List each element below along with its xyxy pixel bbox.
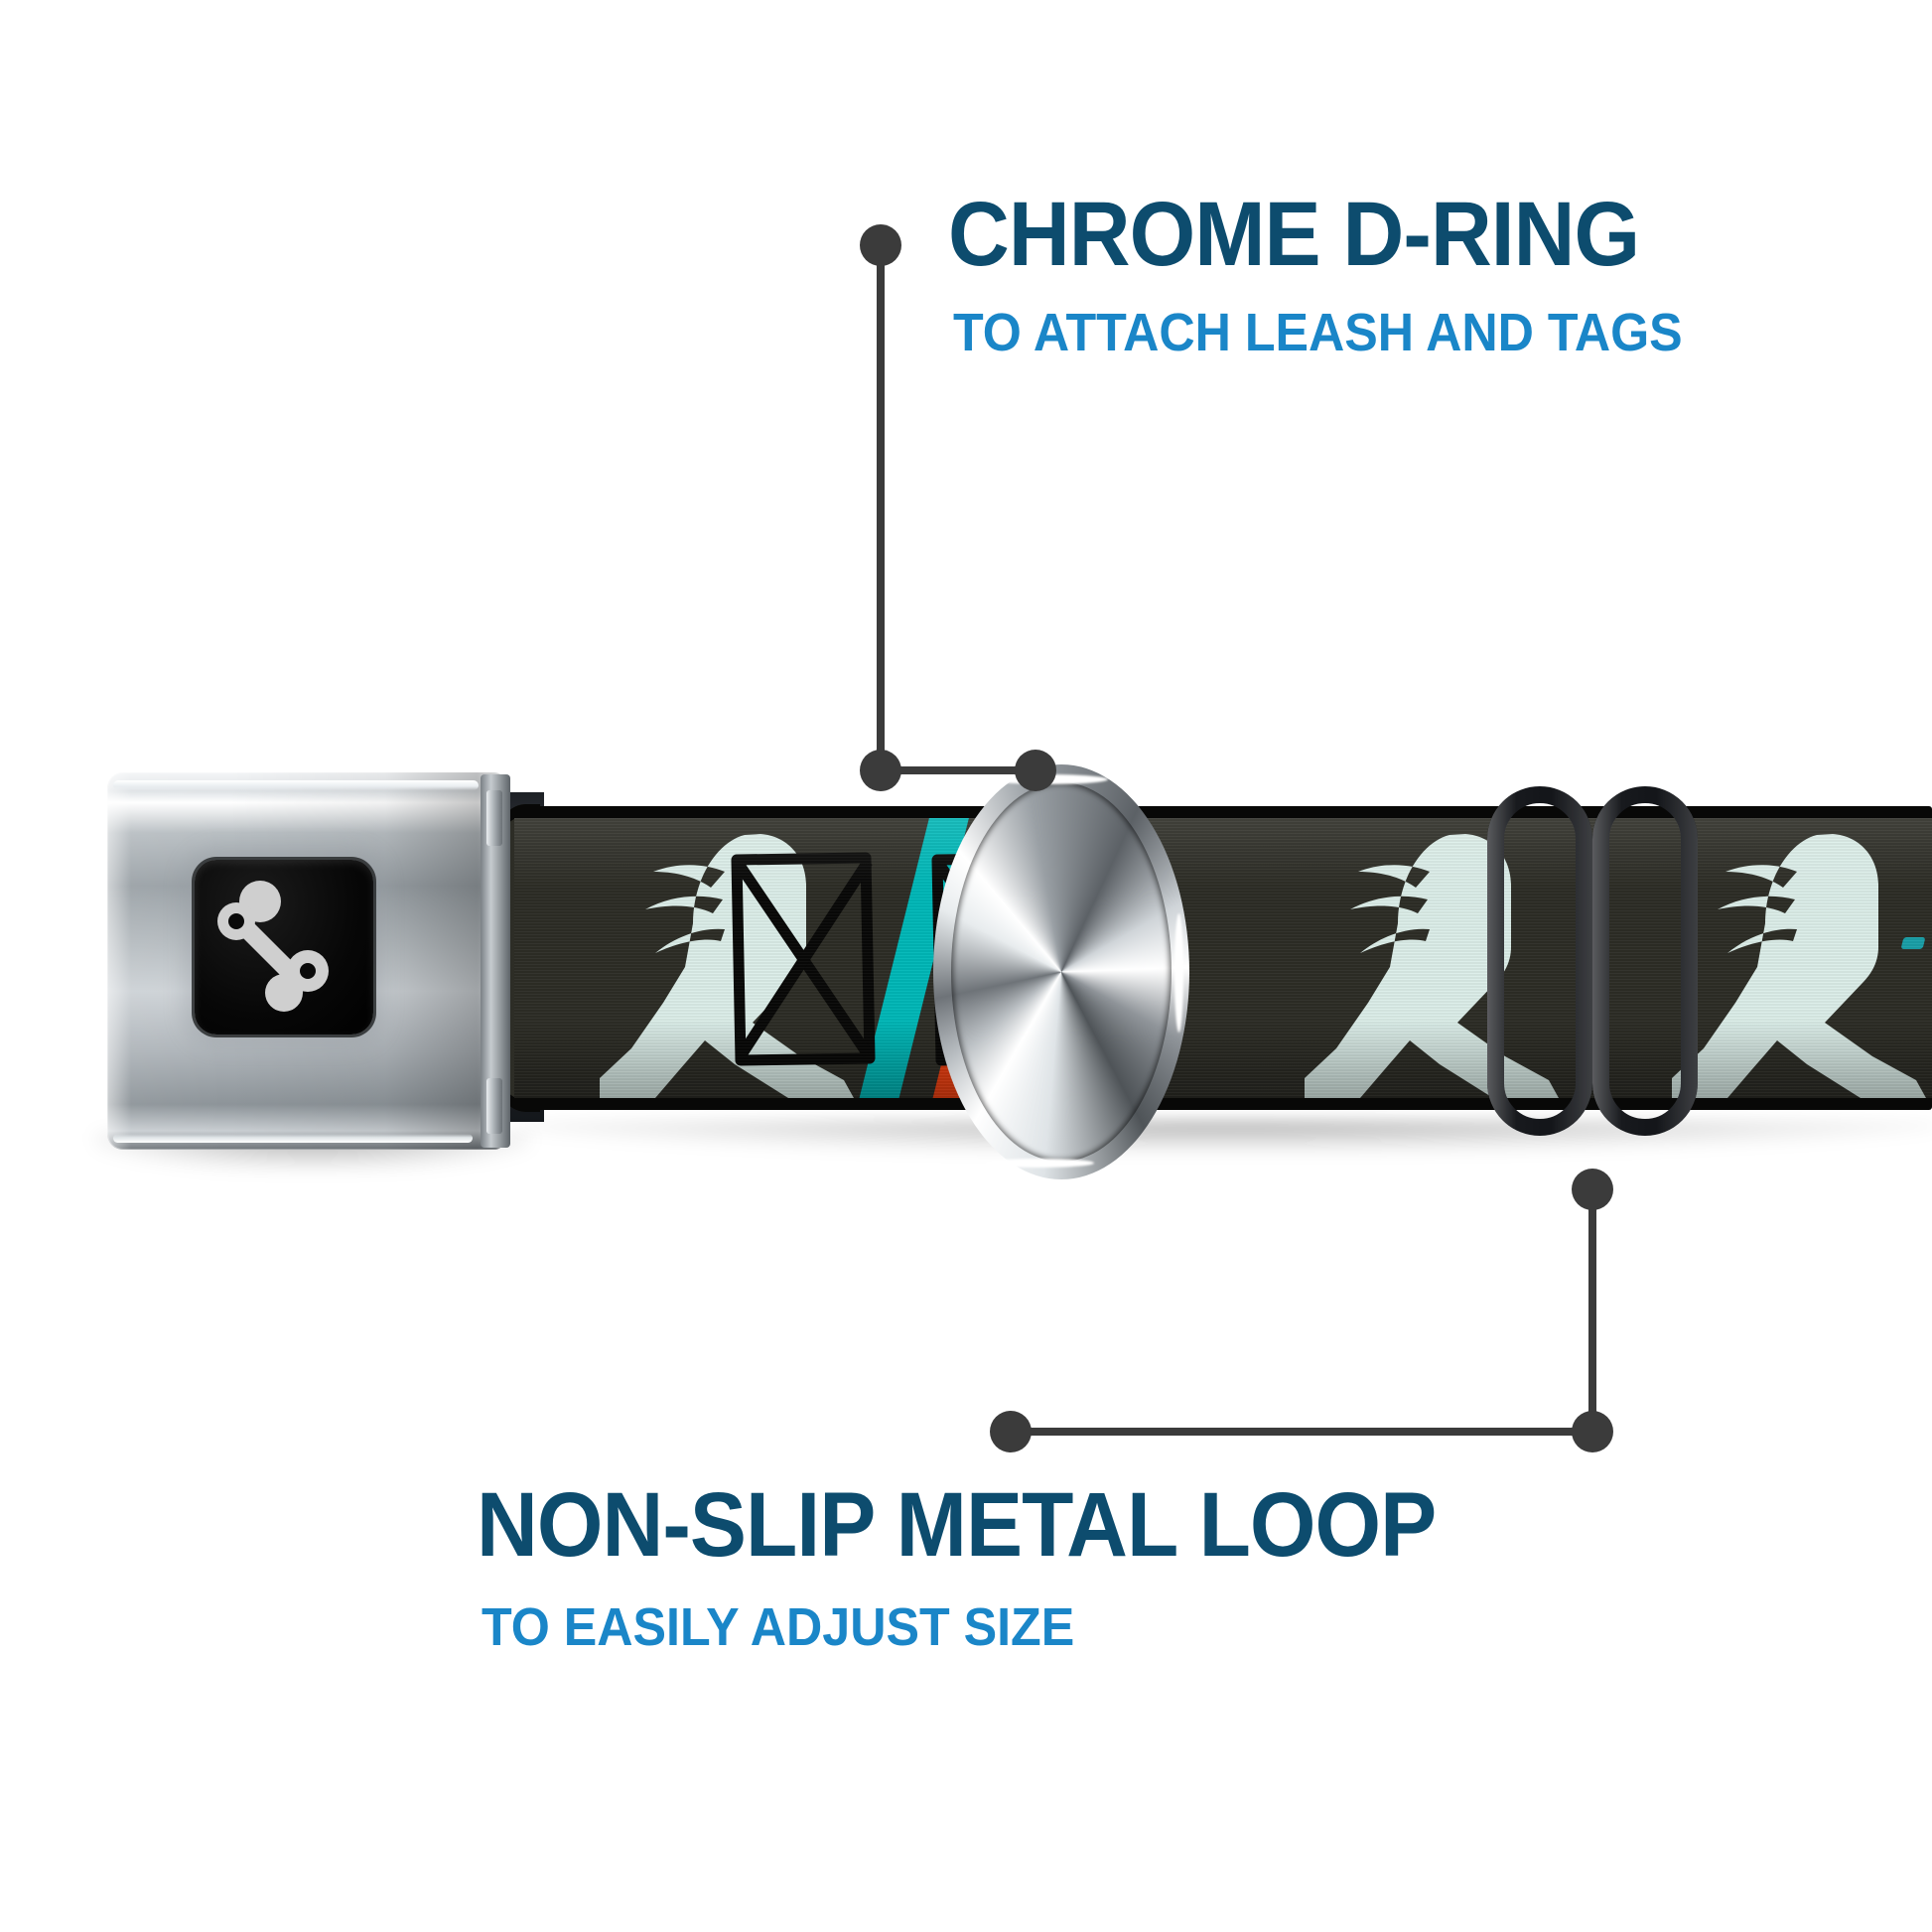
- callout-title-non-slip-metal-loop: NON-SLIP METAL LOOP: [477, 1474, 1437, 1576]
- callout-title-chrome-d-ring: CHROME D-RING: [948, 184, 1640, 285]
- collar-strap: [415, 784, 1932, 1132]
- buckle-clip-top: [486, 790, 502, 846]
- leader-dot-loop-label: [990, 1411, 1032, 1452]
- callout-non-slip-metal-loop: NON-SLIP METAL LOOP TO EASILY ADJUST SIZ…: [477, 1479, 1508, 1654]
- strap-left-rounded-end: [500, 804, 540, 1112]
- mudflap-girl-silhouette-2: [1305, 834, 1559, 1098]
- dog-bone-icon: [217, 881, 329, 1012]
- stripe-teal-2: [991, 818, 1134, 1098]
- leader-line-loop-vertical: [1588, 1189, 1596, 1433]
- d-ring-body: [933, 764, 1189, 1179]
- strap-printed-body: [514, 784, 1932, 1132]
- leader-line-dring-vertical: [877, 245, 885, 771]
- leader-line-dring-horizontal: [893, 766, 1032, 774]
- d-ring-inner-shadow: [951, 782, 1172, 1162]
- seatbelt-buckle: [107, 772, 510, 1150]
- mudflap-girl-silhouette-3: [1672, 834, 1926, 1098]
- buckle-top-highlight: [113, 780, 479, 790]
- pattern-teal-speck: [1900, 937, 1926, 949]
- callout-subtitle-chrome-d-ring: TO ATTACH LEASH AND TAGS: [953, 303, 1683, 362]
- buckle-chrome-plate: [107, 772, 504, 1150]
- loop-ring-left: [1487, 786, 1592, 1136]
- buckle-bottom-highlight: [113, 1134, 473, 1143]
- box-hash-mark-2: [931, 852, 1076, 1066]
- buckle-right-edge: [481, 774, 510, 1148]
- callout-chrome-d-ring: CHROME D-RING TO ATTACH LEASH AND TAGS: [948, 189, 1737, 359]
- chrome-d-ring: [933, 764, 1189, 1179]
- stripe-orange: [913, 818, 1060, 1098]
- leader-line-loop-horizontal: [1008, 1428, 1593, 1436]
- non-slip-metal-loop: [1487, 786, 1698, 1136]
- mudflap-girl-silhouette-1: [600, 834, 854, 1098]
- stripe-teal-1: [840, 818, 979, 1098]
- strap-fold-under-buckle: [415, 792, 544, 1122]
- box-hash-mark-1: [731, 852, 876, 1066]
- callout-subtitle-non-slip-metal-loop: TO EASILY ADJUST SIZE: [482, 1597, 1075, 1657]
- d-ring-glint-right: [1174, 913, 1183, 1033]
- d-ring-glint-bottom: [985, 1159, 1094, 1168]
- strap-drop-shadow: [516, 1120, 1932, 1154]
- buckle-black-inset: [195, 860, 373, 1035]
- leader-dot-dring-target: [1015, 750, 1056, 791]
- buckle-drop-shadow: [94, 1132, 531, 1170]
- strap-print-surface: [514, 806, 1932, 1110]
- loop-ring-right: [1592, 786, 1698, 1136]
- buckle-clip-bottom: [486, 1078, 502, 1134]
